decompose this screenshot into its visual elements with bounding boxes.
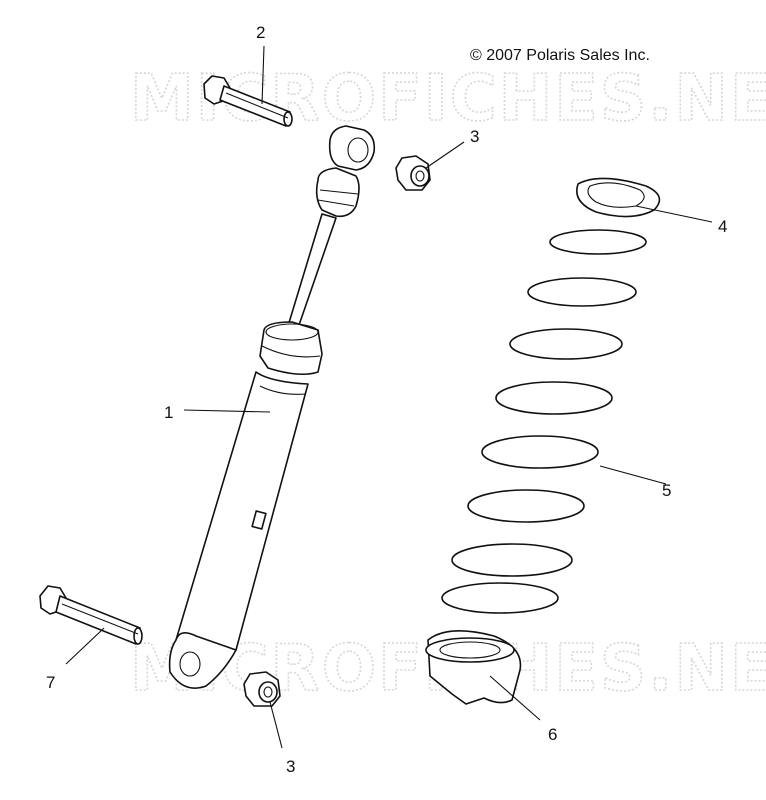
lower-nut [243,671,281,707]
lower-bolt [39,585,143,645]
upper-nut [395,155,431,191]
leader-lines [65,45,713,749]
upper-bolt [203,75,293,127]
callout-lower-nut: 3 [286,757,295,776]
callout-upper-nut: 3 [470,127,479,146]
shock-absorber [168,125,376,689]
callout-upper-bolt: 2 [256,23,265,42]
callout-upper-retainer: 4 [718,217,727,236]
coil-spring [441,229,647,614]
lower-spring-retainer [425,630,522,705]
callout-shock: 1 [164,403,173,422]
callout-lower-bolt: 7 [46,673,55,692]
callout-lower-retainer: 6 [548,725,557,744]
copyright-notice: © 2007 Polaris Sales Inc. [470,47,650,64]
upper-spring-retainer [576,177,661,218]
callout-spring: 5 [662,481,671,500]
